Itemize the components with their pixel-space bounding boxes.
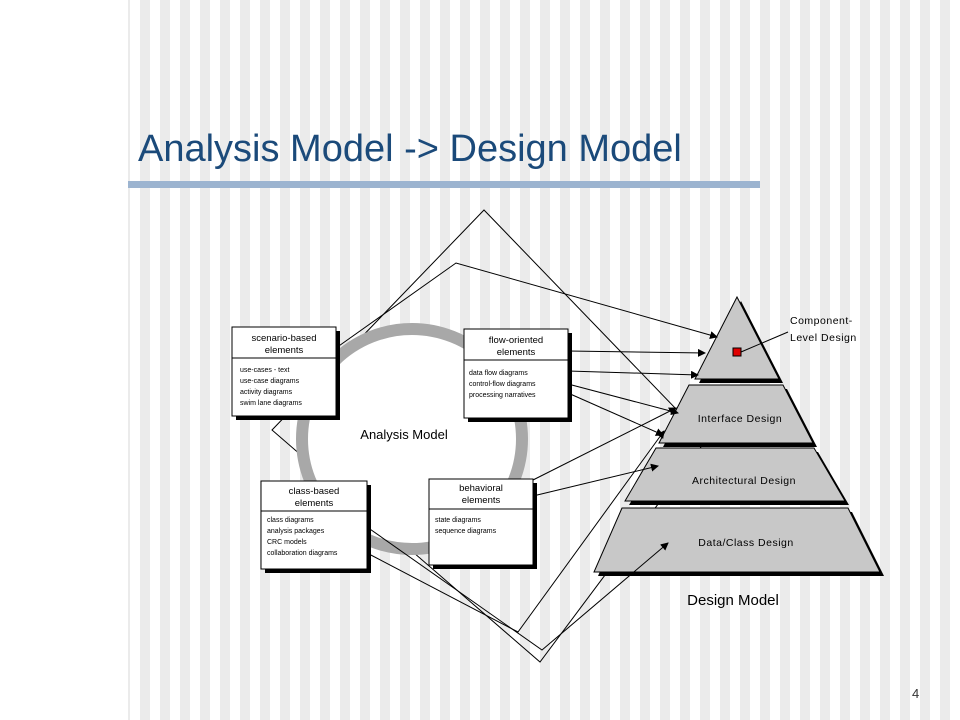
analysis-model-label: Analysis Model [360,427,448,442]
scenario-based-box: scenario-based elements use-cases - text… [231,326,340,420]
flow-item: control-flow diagrams [469,381,536,388]
data-class-design-label: Data/Class Design [698,537,793,549]
class-item: analysis packages [267,528,325,535]
connector-lines [335,262,718,651]
class-based-box: class-based elements class diagrams anal… [260,480,371,573]
component-leader-line [740,331,789,353]
flow-title-1: flow-oriented [489,335,543,346]
class-title-2: elements [295,498,334,509]
scenario-item: use-case diagrams [240,378,300,385]
scenario-title-2: elements [265,345,304,356]
architectural-design-label: Architectural Design [692,475,796,487]
design-model-label: Design Model [687,592,779,609]
flow-item: data flow diagrams [469,370,528,377]
flow-title-2: elements [497,347,536,358]
class-item: class diagrams [267,517,314,524]
slide-title: Analysis Model -> Design Model [138,128,682,170]
scenario-title-1: scenario-based [252,333,317,344]
behavioral-title-2: elements [462,495,501,506]
interface-design-label: Interface Design [698,413,782,425]
behavioral-item: sequence diagrams [435,528,497,535]
scenario-item: activity diagrams [240,389,293,396]
component-level-label-2: Level Design [790,332,857,344]
class-item: CRC models [267,539,307,546]
class-title-1: class-based [289,486,340,497]
title-underline [128,181,760,188]
component-marker [732,347,742,357]
scenario-item: swim lane diagrams [240,400,302,407]
behavioral-title-1: behavioral [459,483,503,494]
flow-item: processing narratives [469,392,536,399]
behavioral-item: state diagrams [435,517,481,524]
left-margin-band [0,0,128,720]
behavioral-box: behavioral elements state diagrams seque… [428,478,537,569]
page-number: 4 [912,686,920,701]
class-item: collaboration diagrams [267,550,338,557]
design-pyramid [593,295,884,576]
flow-oriented-box: flow-oriented elements data flow diagram… [463,328,572,422]
component-level-label-1: Component- [790,315,853,327]
scenario-item: use-cases - text [240,367,289,374]
